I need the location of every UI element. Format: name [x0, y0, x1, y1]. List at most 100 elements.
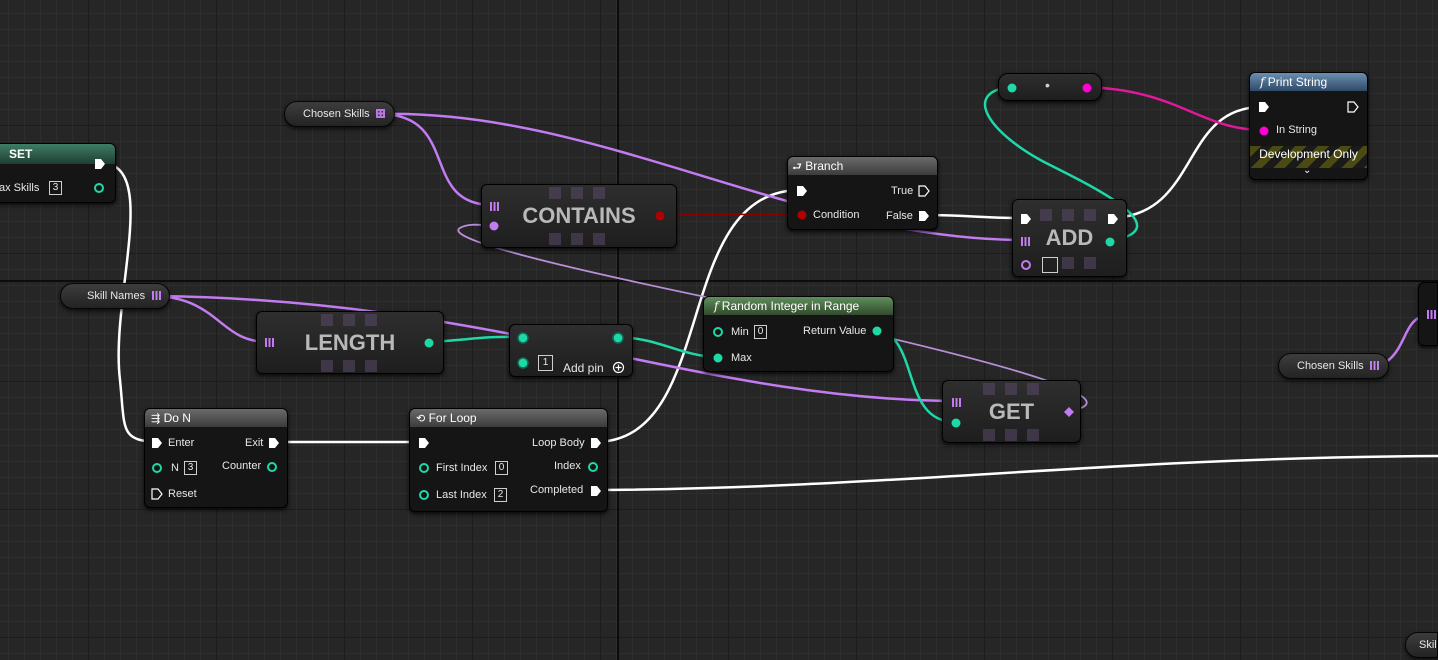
- exec-in-pin[interactable]: [1020, 213, 1032, 225]
- length-node[interactable]: LENGTH: [256, 311, 444, 374]
- array-pin-icon[interactable]: [152, 291, 161, 300]
- function-icon: f: [1260, 75, 1265, 89]
- array-in-pin[interactable]: [1021, 237, 1030, 246]
- offscreen-node-right[interactable]: [1418, 282, 1438, 346]
- chosen-skills-label: Chosen Skills: [1297, 360, 1364, 372]
- last-index-label: Last Index: [436, 489, 487, 501]
- int-out-pin[interactable]: [423, 337, 435, 349]
- contains-node[interactable]: CONTAINS: [481, 184, 677, 248]
- loop-icon: ⟲: [416, 413, 426, 425]
- node-bg-pattern: [1084, 257, 1096, 269]
- last-index-value[interactable]: 2: [494, 488, 507, 502]
- array-pin-icon[interactable]: [1370, 361, 1379, 370]
- for-loop-node[interactable]: ⟲ For Loop Loop Body First Index 0 Index…: [409, 408, 608, 512]
- counter-label: Counter: [222, 460, 262, 472]
- length-title: LENGTH: [304, 329, 396, 355]
- node-bg-pattern: [343, 314, 355, 326]
- item-out-pin[interactable]: [1063, 406, 1075, 418]
- do-n-node[interactable]: ⇶ Do N Enter Exit N 3 Counter Reset: [144, 408, 288, 508]
- chosen-skills-variable-right[interactable]: Chosen Skills: [1278, 353, 1389, 379]
- exec-out-pin[interactable]: [1347, 101, 1359, 113]
- int-out-pin[interactable]: [611, 331, 625, 345]
- do-n-title: Do N: [163, 411, 191, 425]
- int-first-index-pin[interactable]: [418, 462, 430, 474]
- add-item-value[interactable]: [1042, 257, 1058, 273]
- int-index-pin[interactable]: [950, 417, 962, 429]
- array-pin-icon[interactable]: [376, 109, 385, 118]
- add-int-node[interactable]: 1 Add pin: [509, 324, 633, 377]
- skill-names-variable[interactable]: Skill Names: [60, 283, 170, 309]
- set-node[interactable]: SET ax Skills 3: [0, 143, 116, 203]
- array-in-pin[interactable]: [490, 202, 499, 211]
- node-bg-pattern: [1005, 383, 1017, 395]
- branch-condition-label: Condition: [813, 209, 860, 221]
- int-counter-pin[interactable]: [266, 461, 278, 473]
- item-in-pin[interactable]: [1020, 259, 1032, 271]
- int-index-pin[interactable]: [587, 461, 599, 473]
- return-value-label: Return Value: [803, 325, 867, 337]
- exec-exit-pin[interactable]: [268, 437, 280, 449]
- node-bg-pattern: [321, 360, 333, 372]
- exec-true-pin[interactable]: [918, 185, 930, 197]
- bool-out-pin[interactable]: [654, 210, 666, 222]
- node-bg-pattern: [593, 187, 605, 199]
- print-string-node[interactable]: f Print String In String Development Onl…: [1249, 72, 1368, 180]
- exec-reset-pin[interactable]: [151, 488, 163, 500]
- first-index-value[interactable]: 0: [495, 461, 508, 475]
- exec-in-pin[interactable]: [1258, 101, 1270, 113]
- bool-condition-pin[interactable]: [796, 209, 808, 221]
- set-var-value[interactable]: 3: [49, 181, 62, 195]
- random-integer-node[interactable]: f Random Integer in Range Min 0 Return V…: [703, 296, 894, 372]
- exec-false-pin[interactable]: [918, 210, 930, 222]
- chevron-down-icon[interactable]: ⌄: [1303, 165, 1312, 176]
- int-in-pin-b[interactable]: [516, 356, 530, 370]
- string-out-pin[interactable]: [1081, 82, 1093, 94]
- random-header: f Random Integer in Range: [704, 297, 893, 315]
- get-node[interactable]: GET: [942, 380, 1081, 443]
- branch-title: Branch: [805, 159, 844, 173]
- grid-axis-horizontal: [0, 280, 1438, 282]
- development-only-banner: Development Only: [1250, 146, 1367, 168]
- exec-enter-pin[interactable]: [151, 437, 163, 449]
- int-in-pin[interactable]: [1006, 82, 1018, 94]
- exec-out-pin[interactable]: [1107, 213, 1119, 225]
- exec-out-pin[interactable]: [94, 158, 106, 170]
- exec-in-pin[interactable]: [796, 185, 808, 197]
- print-title: Print String: [1267, 75, 1328, 89]
- int-n-pin[interactable]: [151, 462, 163, 474]
- skill-names-variable-partial[interactable]: Skil: [1405, 632, 1438, 658]
- int-min-pin[interactable]: [712, 326, 724, 338]
- array-in-pin[interactable]: [1427, 310, 1436, 319]
- int-out-pin[interactable]: [1104, 236, 1116, 248]
- n-value[interactable]: 3: [184, 461, 197, 475]
- int-last-index-pin[interactable]: [418, 489, 430, 501]
- first-index-label: First Index: [436, 462, 488, 474]
- chosen-skills-variable[interactable]: Chosen Skills: [284, 101, 395, 127]
- array-in-pin[interactable]: [265, 338, 274, 347]
- node-bg-pattern: [343, 360, 355, 372]
- skill-partial-label: Skil: [1419, 639, 1437, 651]
- do-n-header: ⇶ Do N: [145, 409, 287, 427]
- string-in-pin[interactable]: [1258, 125, 1270, 137]
- node-bg-pattern: [549, 233, 561, 245]
- branch-node[interactable]: ⮐ Branch True Condition False: [787, 156, 938, 230]
- exec-loop-body-pin[interactable]: [590, 437, 602, 449]
- int-in-pin-a[interactable]: [516, 331, 530, 345]
- int-out-pin[interactable]: [93, 182, 105, 194]
- add-pin-label[interactable]: Add pin: [563, 361, 604, 375]
- add-array-node[interactable]: ADD: [1012, 199, 1127, 277]
- exec-completed-pin[interactable]: [590, 485, 602, 497]
- to-string-conversion-node[interactable]: •: [998, 73, 1102, 101]
- add-int-value[interactable]: 1: [538, 355, 553, 371]
- node-bg-pattern: [983, 383, 995, 395]
- exec-in-pin[interactable]: [418, 437, 430, 449]
- int-return-pin[interactable]: [871, 325, 883, 337]
- item-in-pin[interactable]: [488, 220, 500, 232]
- node-bg-pattern: [321, 314, 333, 326]
- min-value[interactable]: 0: [754, 325, 767, 339]
- array-in-pin[interactable]: [952, 398, 961, 407]
- reset-label: Reset: [168, 488, 197, 500]
- max-label: Max: [731, 352, 752, 364]
- add-pin-icon[interactable]: [612, 361, 625, 374]
- int-max-pin[interactable]: [712, 352, 724, 364]
